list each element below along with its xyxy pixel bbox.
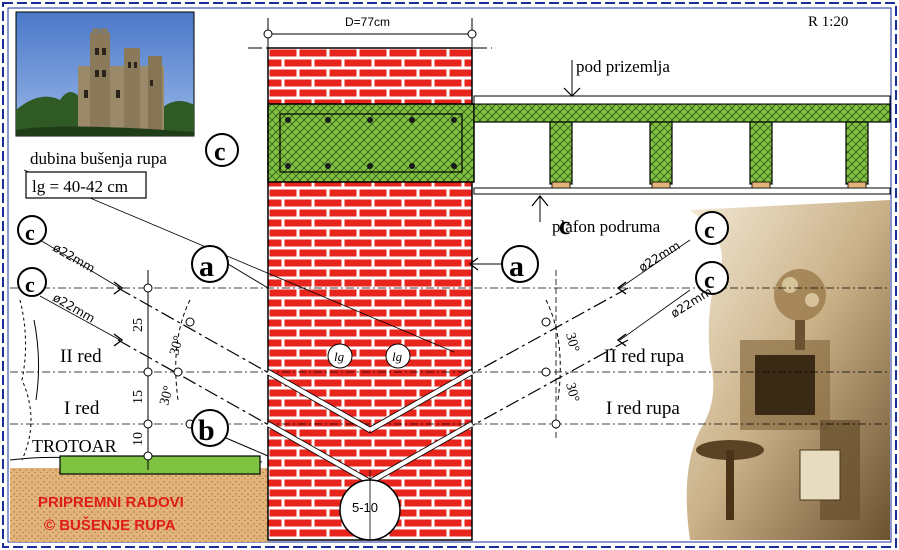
marker-b-label: b <box>198 414 215 447</box>
interior-photo <box>686 200 890 540</box>
dim-value: 10 <box>131 432 146 446</box>
footer-subtitle: © BUŠENJE RUPA <box>44 516 176 534</box>
hole-length-label: lg <box>334 349 345 364</box>
row-label-right: II red rupa <box>604 346 685 367</box>
bottom-dim: 5-10 <box>352 500 378 515</box>
footer-title: PRIPREMNI RADOVI <box>38 494 184 511</box>
lg-marker <box>385 343 411 369</box>
drilled-holes <box>266 369 474 485</box>
dim-value: 25 <box>131 318 146 332</box>
angle-label: 30° <box>167 334 187 357</box>
marker-c-label: c <box>559 211 571 240</box>
depth-leader <box>23 169 455 353</box>
angle-label: 30° <box>157 384 177 407</box>
marker-c-label: c <box>704 268 715 294</box>
sidewalk-slab <box>59 455 261 475</box>
marker-a-label: a <box>199 250 214 283</box>
soil <box>10 468 268 542</box>
drill-depth-value: lg = 40-42 cm <box>32 177 128 196</box>
row-label-left: I red <box>64 398 100 419</box>
row-label-left: II red <box>60 346 102 367</box>
angle-label: 30° <box>562 331 582 354</box>
diameter-label: ø22mm <box>51 290 98 325</box>
diameter-label: ø22mm <box>51 240 98 275</box>
floor-structure <box>267 95 891 195</box>
marker-c-label: c <box>704 218 715 244</box>
depth-value-box <box>25 171 147 199</box>
diameter-label: ø22mm <box>636 238 682 274</box>
drill-depth-label: dubina bušenja rupa <box>30 149 167 168</box>
wall-width-label: D=77cm <box>345 15 390 29</box>
diameter-label: ø22mm <box>668 284 714 320</box>
marker-c-label: c <box>214 137 226 166</box>
marker-c-label: c <box>25 220 35 245</box>
hole-length-label: lg <box>392 349 403 364</box>
floor-label: pod prizemlja <box>576 57 670 76</box>
castle-photo <box>15 11 195 137</box>
marker-c-label: c <box>25 272 35 297</box>
inner-frame <box>7 7 892 543</box>
sidewalk-label: TROTOAR <box>32 436 117 456</box>
row-label-right: I red rupa <box>606 398 680 419</box>
scale-label: R 1:20 <box>808 14 848 30</box>
drill-lines-left <box>117 287 371 483</box>
marker-circles <box>17 133 729 447</box>
lg-marker <box>327 343 353 369</box>
dim-value: 15 <box>131 390 146 404</box>
angle-label: 30° <box>562 381 582 404</box>
ceiling-label: plafon podruma <box>552 217 661 236</box>
marker-a-label: a <box>509 250 524 283</box>
